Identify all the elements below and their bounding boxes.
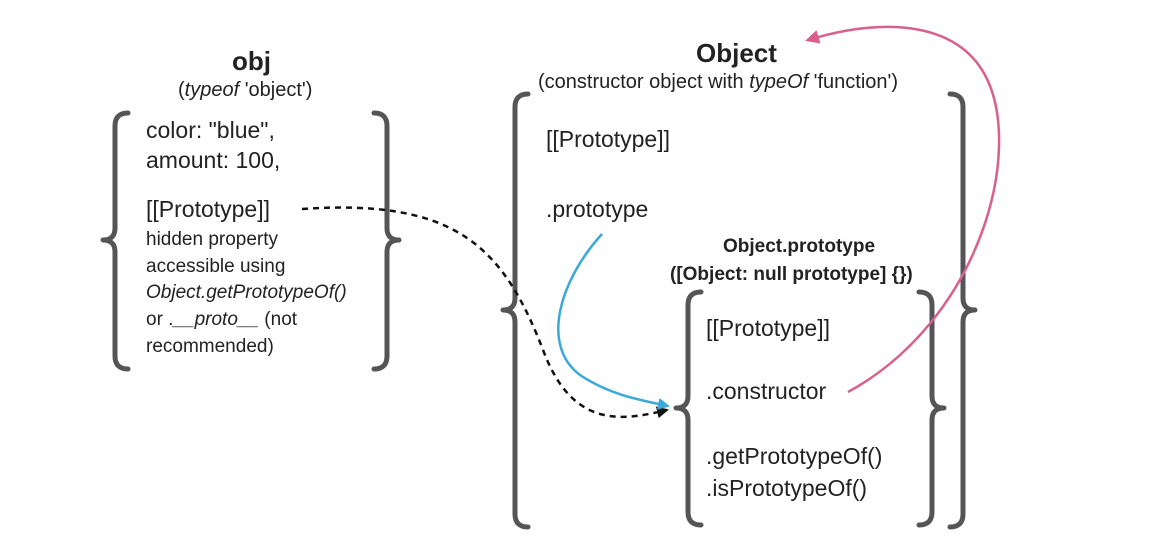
obj-hidden-line5: recommended) bbox=[146, 336, 274, 357]
obj-hidden-line4-pre: or . bbox=[146, 309, 174, 330]
object-subtitle: (constructor object with typeOf 'functio… bbox=[538, 71, 898, 94]
object-title: Object bbox=[696, 38, 777, 68]
object-prototype-title: Object.prototype bbox=[723, 236, 876, 257]
obj-hidden-line1: hidden property bbox=[146, 229, 279, 250]
blue-arrow-prototype bbox=[557, 233, 670, 410]
obj-subtitle-pre: ( bbox=[178, 79, 185, 101]
obj-hidden-line4-post: (not bbox=[259, 309, 298, 330]
obj-subtitle: (typeof 'object') bbox=[178, 79, 312, 102]
dashed-arrow-obj-prototype bbox=[301, 206, 669, 419]
obj-title: obj bbox=[232, 46, 271, 76]
object-subtitle-post: 'function') bbox=[808, 71, 899, 93]
object-subtitle-pre: (constructor object with bbox=[538, 71, 750, 93]
object-prototype-prop: .prototype bbox=[546, 196, 649, 222]
obj-subtitle-italic: typeof bbox=[184, 79, 240, 101]
object-prototype-right-brace bbox=[916, 289, 947, 528]
pink-arrow-constructor bbox=[805, 25, 1001, 394]
object-prototype-method-isprototypeof: .isPrototypeOf() bbox=[706, 475, 868, 501]
object-prototype-constructor: .constructor bbox=[706, 378, 827, 404]
obj-subtitle-post: 'object') bbox=[239, 79, 313, 101]
object-prototype-left-brace bbox=[673, 289, 704, 528]
object-left-brace bbox=[500, 91, 531, 530]
obj-color-line: color: "blue", bbox=[146, 117, 275, 143]
object-prototype-prototype-slot: [[Prototype]] bbox=[706, 315, 831, 341]
object-prototype-subtitle: ([Object: null prototype] {}) bbox=[670, 264, 913, 285]
obj-left-brace bbox=[100, 110, 131, 372]
object-prototype-slot: [[Prototype]] bbox=[546, 126, 671, 152]
object-subtitle-italic: typeOf bbox=[749, 71, 809, 93]
obj-hidden-line2: accessible using bbox=[146, 256, 286, 277]
obj-amount-line: amount: 100, bbox=[146, 147, 281, 173]
obj-hidden-line4-italic: __proto__ bbox=[173, 309, 260, 330]
object-prototype-method-getprototypeof: .getPrototypeOf() bbox=[706, 443, 883, 469]
obj-hidden-line3: Object.getPrototypeOf() bbox=[146, 282, 347, 303]
obj-right-brace bbox=[371, 110, 402, 372]
object-right-brace bbox=[947, 91, 978, 530]
obj-prototype-slot: [[Prototype]] bbox=[146, 196, 271, 222]
obj-hidden-line4: or .__proto__ (not bbox=[146, 309, 297, 331]
